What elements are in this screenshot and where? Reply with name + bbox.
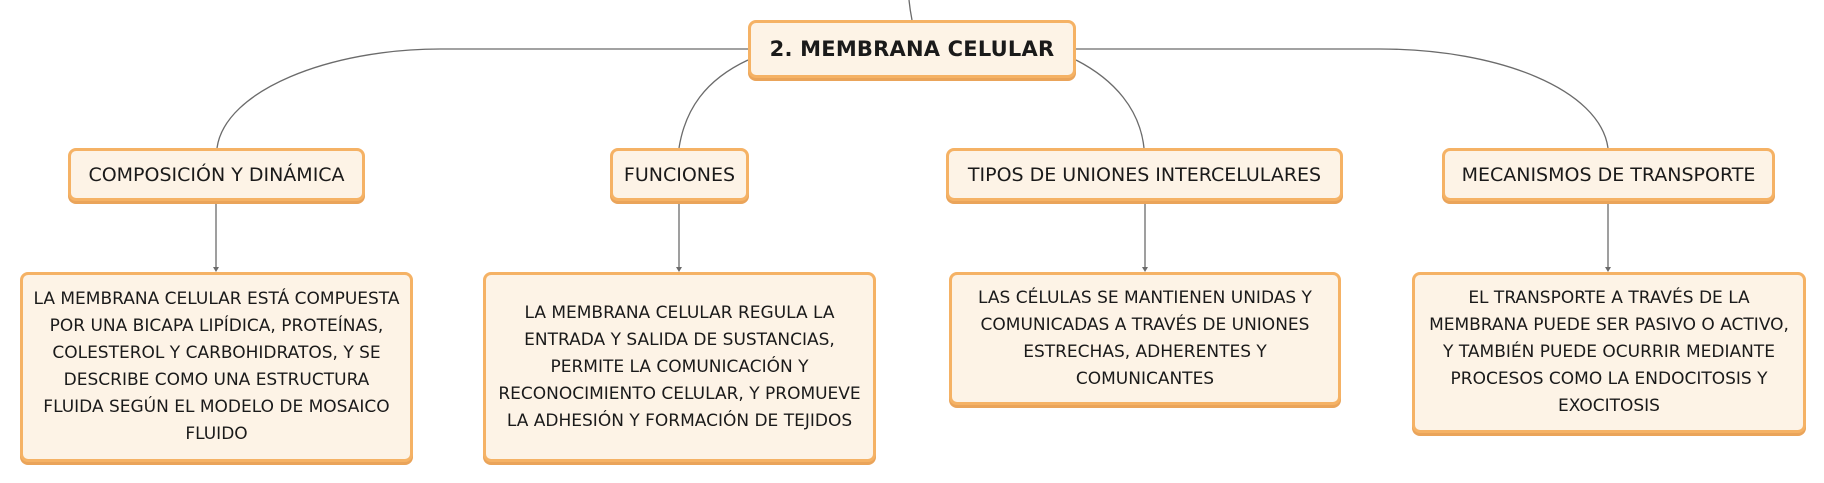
root-node[interactable]: 2. MEMBRANA CELULAR (748, 20, 1076, 78)
detail-node-uniones[interactable]: LAS CÉLULAS SE MANTIENEN UNIDAS Y COMUNI… (949, 272, 1341, 405)
topic-label: TIPOS DE UNIONES INTERCELULARES (967, 163, 1322, 186)
connector-parent-to-root (908, 0, 913, 21)
topic-node-uniones[interactable]: TIPOS DE UNIONES INTERCELULARES (946, 148, 1343, 201)
detail-text: LA MEMBRANA CELULAR ESTÁ COMPUESTA POR U… (33, 289, 400, 444)
detail-text: LA MEMBRANA CELULAR REGULA LA ENTRADA Y … (498, 302, 861, 431)
topic-label: MECANISMOS DE TRANSPORTE (1461, 163, 1756, 186)
detail-node-transporte[interactable]: EL TRANSPORTE A TRAVÉS DE LA MEMBRANA PU… (1412, 272, 1806, 433)
arrowhead-detail-3 (1142, 267, 1148, 272)
topic-node-transporte[interactable]: MECANISMOS DE TRANSPORTE (1442, 148, 1775, 201)
topic-node-funciones[interactable]: FUNCIONES (610, 148, 749, 201)
topic-label: COMPOSICIÓN Y DINÁMICA (88, 163, 345, 186)
arrowhead-detail-1 (213, 267, 219, 272)
detail-node-funciones[interactable]: LA MEMBRANA CELULAR REGULA LA ENTRADA Y … (483, 272, 876, 462)
connector-root-to-topic-1 (216, 48, 748, 149)
connector-root-to-topic-2 (678, 59, 749, 149)
detail-node-composicion[interactable]: LA MEMBRANA CELULAR ESTÁ COMPUESTA POR U… (20, 272, 413, 462)
root-label: 2. MEMBRANA CELULAR (769, 37, 1055, 61)
detail-text: LAS CÉLULAS SE MANTIENEN UNIDAS Y COMUNI… (978, 287, 1312, 389)
detail-text: EL TRANSPORTE A TRAVÉS DE LA MEMBRANA PU… (1429, 288, 1789, 416)
connector-root-to-topic-3 (1075, 59, 1145, 149)
arrowhead-detail-2 (676, 267, 682, 272)
topic-node-composicion[interactable]: COMPOSICIÓN Y DINÁMICA (68, 148, 365, 201)
connector-root-to-topic-4 (1076, 48, 1609, 149)
arrowhead-detail-4 (1605, 267, 1611, 272)
topic-label: FUNCIONES (623, 163, 736, 186)
